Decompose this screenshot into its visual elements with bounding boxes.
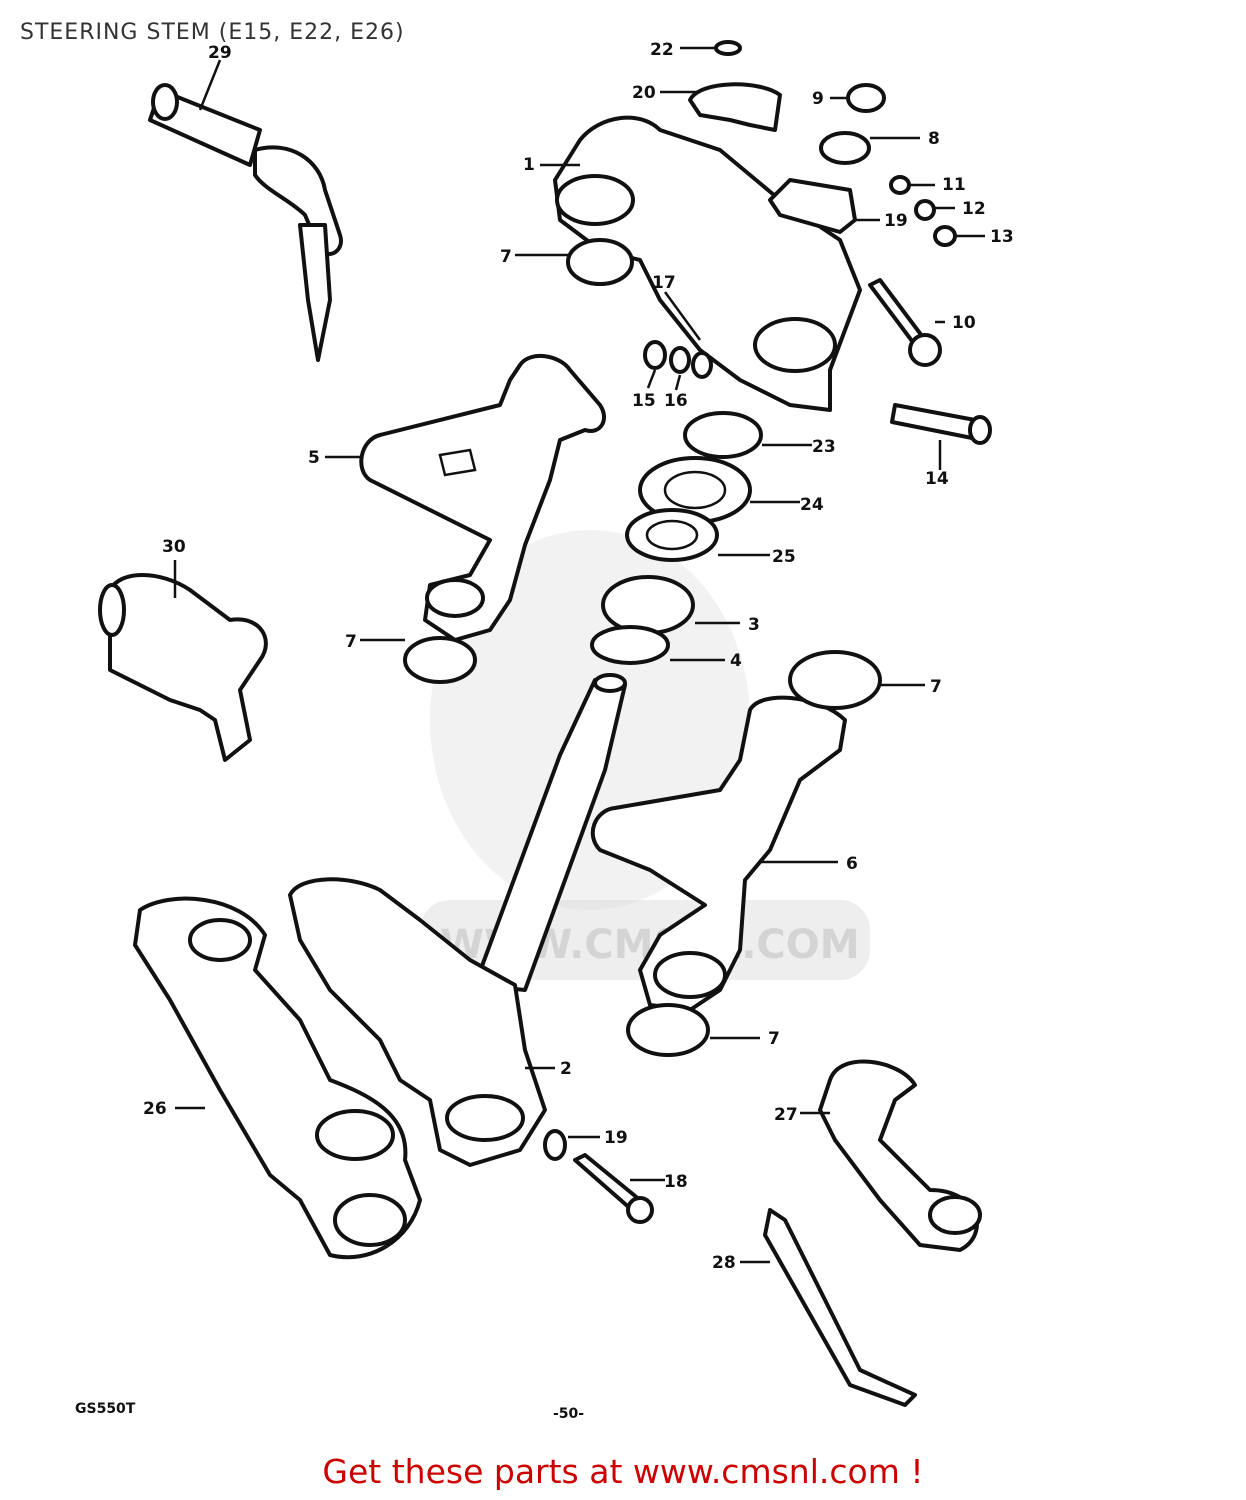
callout-30: 30 (162, 537, 186, 557)
page-title: STEERING STEM (E15, E22, E26) (20, 20, 405, 45)
callout-19b: 19 (604, 1128, 628, 1148)
seal-4 (590, 625, 670, 665)
bearing-25 (625, 508, 719, 562)
callout-22: 22 (650, 40, 674, 60)
bolt-19 (543, 1129, 567, 1161)
callout-29: 29 (208, 43, 232, 63)
callout-8: 8 (928, 129, 940, 149)
steering-lock (98, 573, 268, 762)
callout-10: 10 (952, 313, 976, 333)
callout-3: 3 (748, 615, 760, 635)
callout-12: 12 (962, 199, 986, 219)
callout-7a: 7 (500, 247, 512, 267)
callout-9: 9 (812, 89, 824, 109)
rubber-cushion-3 (788, 650, 882, 710)
callout-20: 20 (632, 83, 656, 103)
callout-7c: 7 (930, 677, 942, 697)
bracket-cover (133, 896, 422, 1260)
washer-16b (691, 351, 713, 379)
rubber-cushion-2 (403, 636, 477, 684)
callout-13: 13 (990, 227, 1014, 247)
callout-24: 24 (800, 495, 824, 515)
callout-15: 15 (632, 391, 656, 411)
washer-12 (914, 199, 936, 221)
washer-8 (819, 131, 871, 165)
callout-28: 28 (712, 1253, 736, 1273)
headlight-bracket-left (359, 353, 606, 642)
callout-14: 14 (925, 469, 949, 489)
nut-11 (889, 175, 911, 195)
callout-18: 18 (664, 1172, 688, 1192)
strip-28 (763, 1208, 917, 1407)
callout-4: 4 (730, 651, 742, 671)
callout-7b: 7 (345, 632, 357, 652)
washer-16 (669, 346, 691, 374)
footer-link[interactable]: Get these parts at www.cmsnl.com ! (322, 1452, 924, 1491)
nut-9 (846, 83, 886, 113)
callout-27: 27 (774, 1105, 798, 1125)
rubber-cushion-1 (566, 238, 634, 286)
upper-bracket (553, 82, 862, 412)
callout-25: 25 (772, 547, 796, 567)
bolt-14 (890, 403, 977, 440)
callout-5: 5 (308, 448, 320, 468)
callout-6: 6 (846, 854, 858, 874)
leader-lines (173, 46, 985, 1264)
callout-23: 23 (812, 437, 836, 457)
callout-2: 2 (560, 1059, 572, 1079)
washer-13 (933, 225, 957, 247)
callout-7d: 7 (768, 1029, 780, 1049)
washer-15 (643, 340, 667, 370)
callout-1: 1 (523, 155, 535, 175)
cap-22 (714, 40, 742, 56)
drawing-code: GS550T (75, 1401, 136, 1417)
nut-23 (683, 411, 763, 459)
callout-26: 26 (143, 1099, 167, 1119)
rubber-cushion-4 (626, 1003, 710, 1057)
bearing-3 (601, 575, 695, 635)
callout-labels: 22 20 9 8 1 11 12 19 13 7 17 10 15 16 5 … (143, 40, 1014, 1273)
lower-bracket (288, 877, 547, 1167)
callout-19a: 19 (884, 211, 908, 231)
page-number: -50- (553, 1406, 584, 1422)
callout-16: 16 (664, 391, 688, 411)
exploded-parts-diagram: WWW.CMSNL.COM (75, 40, 1014, 1422)
ignition-switch (148, 83, 343, 362)
callout-11: 11 (942, 175, 966, 195)
callout-17: 17 (652, 273, 676, 293)
